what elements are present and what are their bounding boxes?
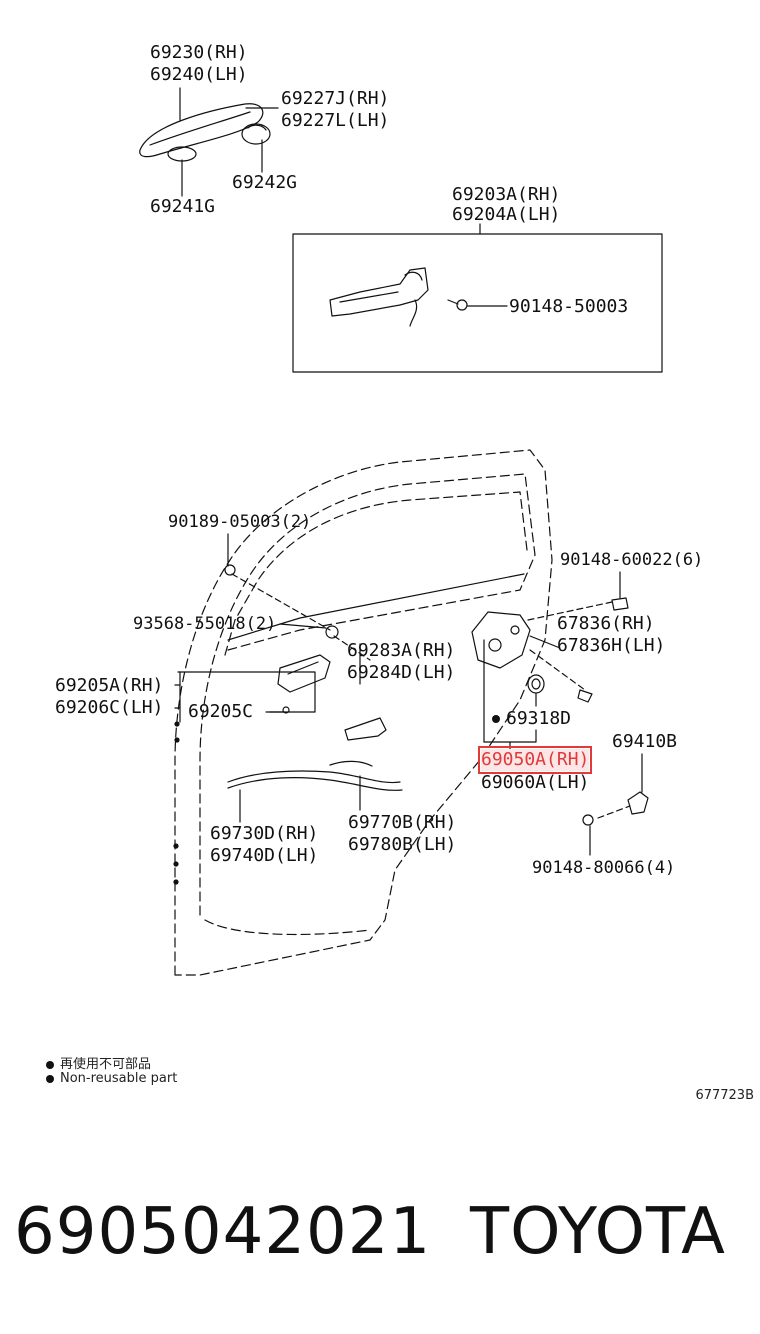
label-handle-rh: 69230(RH): [150, 42, 248, 63]
label-cover-lh: 69227L(LH): [281, 110, 390, 131]
label-69318d-text: 69318D: [506, 708, 572, 729]
legend-dot-icon: [46, 1060, 54, 1069]
label-90148-80066: 90148-80066(4): [532, 858, 676, 878]
legend-dot-icon-2: [46, 1074, 54, 1083]
legend-line-jp: 再使用不可部品: [46, 1053, 151, 1072]
label-lock-lh: 69060A(LH): [481, 772, 590, 793]
label-69410b: 69410B: [612, 731, 678, 752]
label-seal-rh: 67836(RH): [557, 613, 655, 634]
label-69242g: 69242G: [232, 172, 298, 193]
label-93568-55018: 93568-55018(2): [133, 614, 277, 634]
cables-drawing: [227, 760, 403, 791]
non-reusable-dot-icon: [492, 715, 500, 723]
door-lock-drawing: [471, 597, 629, 703]
part-number: 6905042021: [14, 1195, 432, 1269]
label-cable2-rh: 69770B(RH): [348, 812, 457, 833]
label-inside-rh: 69283A(RH): [347, 640, 456, 661]
label-cable-lh: 69740D(LH): [210, 845, 319, 866]
label-frame2-lh: 69206C(LH): [55, 697, 164, 718]
door-outline: [174, 449, 553, 976]
label-90148-50003: 90148-50003: [509, 296, 629, 317]
brand-name: TOYOTA: [470, 1195, 726, 1269]
legend-text-en: Non-reusable part: [60, 1071, 178, 1086]
label-69241g: 69241G: [150, 196, 216, 217]
label-cable-rh: 69730D(RH): [210, 823, 319, 844]
label-inside-lh: 69284D(LH): [347, 662, 456, 683]
label-frame-lh: 69204A(LH): [452, 204, 561, 225]
figure-id: 677723B: [695, 1088, 754, 1103]
label-90189-05003: 90189-05003(2): [168, 512, 312, 532]
label-frame-rh: 69203A(RH): [452, 184, 561, 205]
outside-handle-drawing: [139, 103, 271, 162]
label-cover-rh: 69227J(RH): [281, 88, 390, 109]
frame-box: [292, 233, 663, 373]
legend-text-jp: 再使用不可部品: [60, 1057, 152, 1072]
label-69205c: 69205C: [188, 701, 254, 722]
label-seal-lh: 67836H(LH): [557, 635, 666, 656]
label-90148-60022: 90148-60022(6): [560, 550, 704, 570]
label-handle-lh: 69240(LH): [150, 64, 248, 85]
legend-line-en: Non-reusable part: [46, 1071, 177, 1086]
label-cable2-lh: 69780B(LH): [348, 834, 457, 855]
label-lock-rh-highlighted[interactable]: 69050A(RH): [477, 746, 593, 774]
frame-drawing: [329, 267, 468, 327]
label-frame2-rh: 69205A(RH): [55, 675, 164, 696]
striker-drawing: [582, 791, 649, 826]
label-69318d: 69318D: [492, 708, 571, 730]
